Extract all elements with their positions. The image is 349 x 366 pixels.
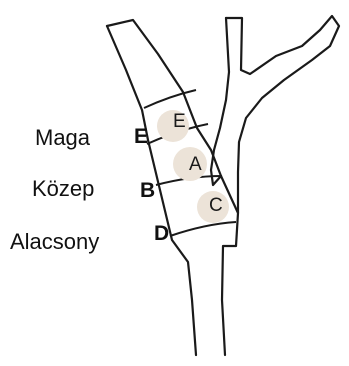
- right-branch-outline: [226, 16, 339, 213]
- zone-letter-c: C: [209, 196, 223, 215]
- zone-letter-a: A: [189, 155, 202, 174]
- label-kozep: Közep: [32, 178, 94, 200]
- letter-e-side: E: [134, 126, 148, 147]
- label-maga: Maga: [35, 127, 90, 149]
- zone-letter-e: E: [173, 112, 186, 131]
- letter-b-side: B: [140, 180, 155, 201]
- letter-d-side: D: [154, 223, 169, 244]
- zone-line-lower: [170, 222, 236, 236]
- label-alacsony: Alacsony: [10, 231, 99, 253]
